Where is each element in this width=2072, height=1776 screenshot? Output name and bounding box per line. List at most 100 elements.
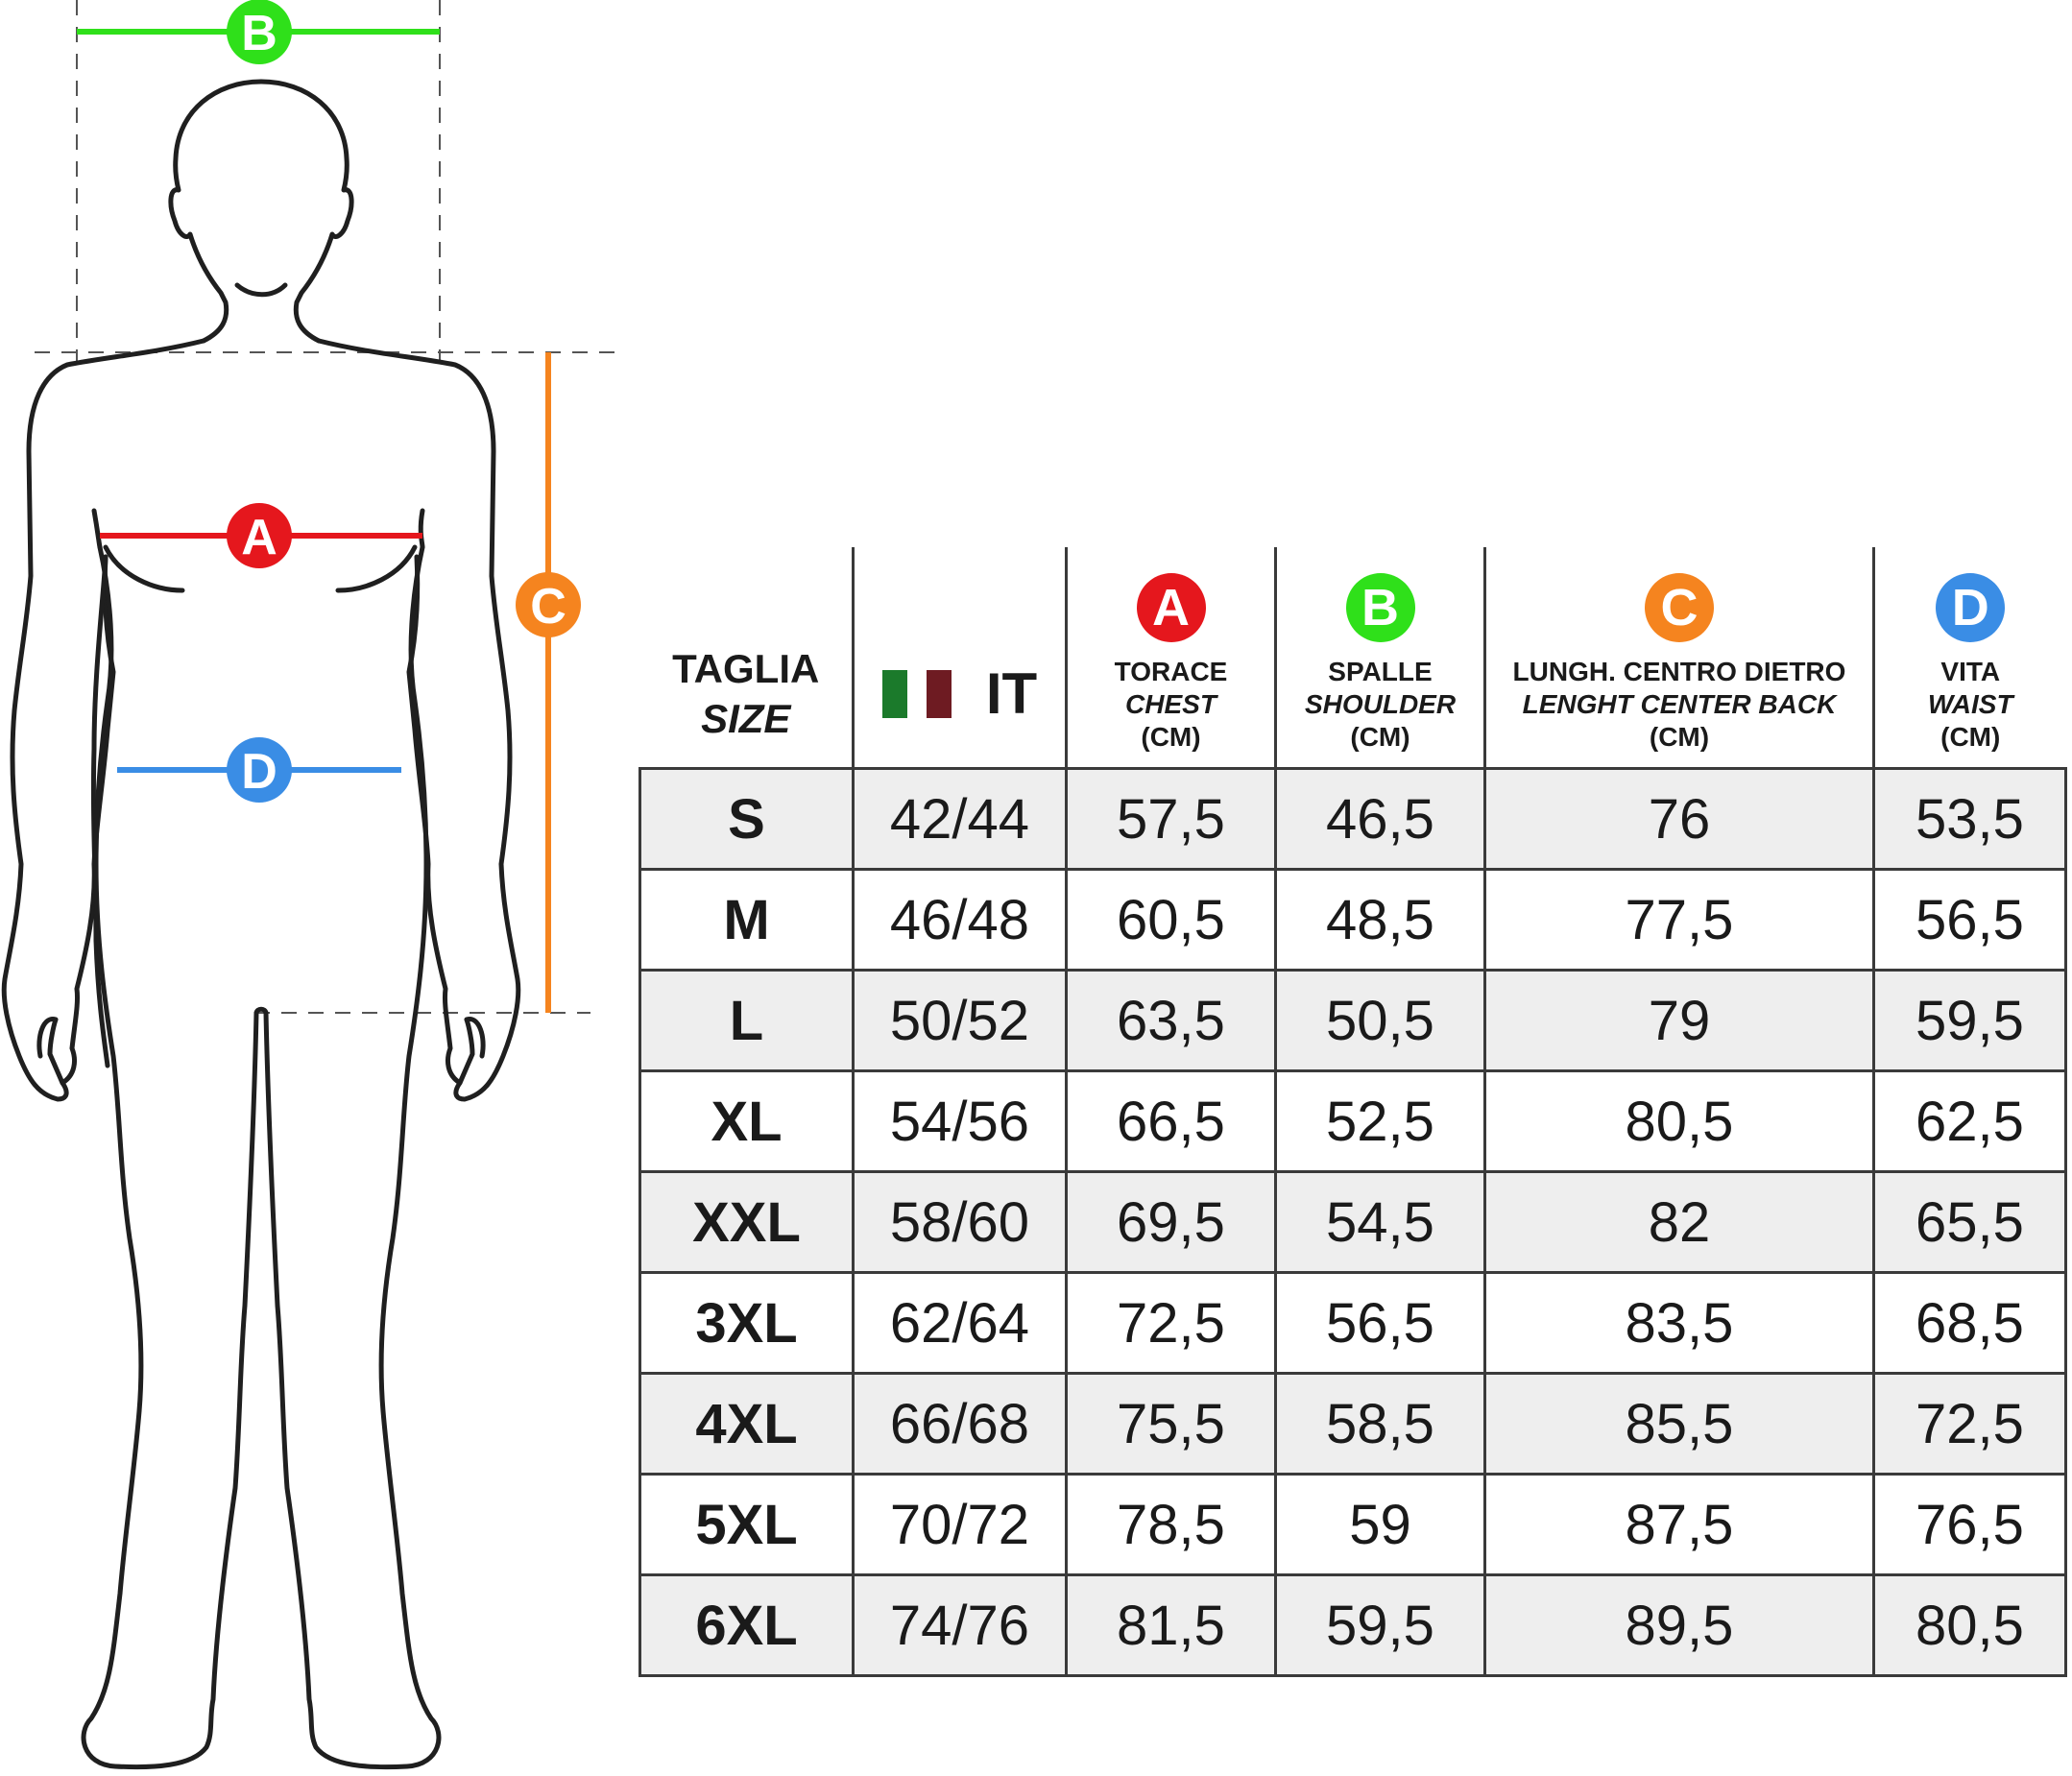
body-measurement-figure: B A D C: [1, 0, 614, 1770]
cell-size: 4XL: [638, 1372, 855, 1476]
header-length: C LUNGH. CENTRO DIETRO LENGHT CENTER BAC…: [1483, 547, 1875, 770]
header-chest-it: TORACE: [1114, 657, 1228, 686]
cell-size: 3XL: [638, 1271, 855, 1375]
cell-waist: 56,5: [1872, 868, 2067, 972]
cell-chest: 81,5: [1065, 1573, 1277, 1677]
cell-chest: 69,5: [1065, 1170, 1277, 1274]
measure-line-d: D: [117, 737, 401, 803]
cell-it: 62/64: [852, 1271, 1068, 1375]
cell-shoulder: 59,5: [1274, 1573, 1486, 1677]
header-chest-unit: (CM): [1141, 722, 1201, 752]
header-it: IT: [852, 547, 1068, 770]
size-table: TAGLIA SIZE IT A TORACE CHEST (CM) B SP: [638, 547, 2067, 1677]
cell-shoulder: 58,5: [1274, 1372, 1486, 1476]
cell-waist: 68,5: [1872, 1271, 2067, 1375]
cell-shoulder: 56,5: [1274, 1271, 1486, 1375]
header-length-unit: (CM): [1649, 722, 1710, 752]
cell-waist: 62,5: [1872, 1069, 2067, 1173]
cell-shoulder: 52,5: [1274, 1069, 1486, 1173]
header-length-en: LENGHT CENTER BACK: [1522, 689, 1837, 719]
cell-waist: 80,5: [1872, 1573, 2067, 1677]
cell-waist: 59,5: [1872, 969, 2067, 1072]
svg-text:D: D: [241, 744, 277, 800]
cell-chest: 78,5: [1065, 1473, 1277, 1576]
cell-it: 58/60: [852, 1170, 1068, 1274]
header-shoulder-unit: (CM): [1350, 722, 1410, 752]
body-outline: [1, 79, 521, 1770]
cell-size: S: [638, 767, 855, 871]
cell-chest: 60,5: [1065, 868, 1277, 972]
guide-lines: [35, 0, 614, 1014]
header-chest-en: CHEST: [1125, 689, 1217, 719]
header-waist-en: WAIST: [1927, 689, 2013, 719]
measure-line-c: C: [516, 352, 581, 1013]
table-header-row: TAGLIA SIZE IT A TORACE CHEST (CM) B SP: [639, 547, 2066, 770]
cell-length: 80,5: [1483, 1069, 1875, 1173]
cell-size: XL: [638, 1069, 855, 1173]
badge-b: B: [1345, 573, 1415, 642]
badge-a: A: [1136, 573, 1206, 642]
cell-shoulder: 59: [1274, 1473, 1486, 1576]
cell-chest: 66,5: [1065, 1069, 1277, 1173]
cell-size: 6XL: [638, 1573, 855, 1677]
italian-flag-icon: [881, 669, 952, 718]
cell-length: 76: [1483, 767, 1875, 871]
header-it-label: IT: [985, 661, 1038, 726]
header-shoulder-en: SHOULDER: [1304, 689, 1457, 719]
header-waist-unit: (CM): [1940, 722, 2001, 752]
cell-waist: 65,5: [1872, 1170, 2067, 1274]
cell-it: 74/76: [852, 1573, 1068, 1677]
header-size-en: SIZE: [701, 696, 791, 741]
badge-d: D: [1936, 573, 2006, 642]
cell-shoulder: 48,5: [1274, 868, 1486, 972]
header-length-it: LUNGH. CENTRO DIETRO: [1512, 657, 1846, 686]
cell-chest: 63,5: [1065, 969, 1277, 1072]
cell-it: 50/52: [852, 969, 1068, 1072]
cell-size: M: [638, 868, 855, 972]
svg-text:A: A: [241, 510, 277, 565]
cell-shoulder: 50,5: [1274, 969, 1486, 1072]
header-size-it: TAGLIA: [672, 646, 820, 691]
cell-length: 77,5: [1483, 868, 1875, 972]
cell-chest: 72,5: [1065, 1271, 1277, 1375]
header-waist-it: VITA: [1940, 657, 2001, 686]
cell-shoulder: 46,5: [1274, 767, 1486, 871]
header-waist: D VITA WAIST (CM): [1872, 547, 2066, 770]
badge-c: C: [1645, 573, 1714, 642]
cell-length: 82: [1483, 1170, 1875, 1274]
cell-size: L: [638, 969, 855, 1072]
measure-line-a: A: [100, 503, 422, 568]
cell-length: 83,5: [1483, 1271, 1875, 1375]
header-shoulder: B SPALLE SHOULDER (CM): [1274, 547, 1486, 770]
cell-waist: 53,5: [1872, 767, 2067, 871]
cell-size: XXL: [638, 1170, 855, 1274]
cell-it: 70/72: [852, 1473, 1068, 1576]
svg-text:B: B: [241, 6, 277, 61]
cell-chest: 75,5: [1065, 1372, 1277, 1476]
cell-shoulder: 54,5: [1274, 1170, 1486, 1274]
cell-it: 42/44: [852, 767, 1068, 871]
cell-length: 87,5: [1483, 1473, 1875, 1576]
cell-it: 54/56: [852, 1069, 1068, 1173]
cell-size: 5XL: [638, 1473, 855, 1576]
cell-length: 89,5: [1483, 1573, 1875, 1677]
cell-waist: 76,5: [1872, 1473, 2067, 1576]
cell-length: 85,5: [1483, 1372, 1875, 1476]
header-shoulder-it: SPALLE: [1328, 657, 1433, 686]
cell-it: 66/68: [852, 1372, 1068, 1476]
cell-waist: 72,5: [1872, 1372, 2067, 1476]
header-chest: A TORACE CHEST (CM): [1065, 547, 1277, 770]
cell-it: 46/48: [852, 868, 1068, 972]
measure-line-b: B: [77, 0, 440, 64]
svg-text:C: C: [530, 579, 566, 635]
header-size: TAGLIA SIZE: [639, 547, 855, 770]
